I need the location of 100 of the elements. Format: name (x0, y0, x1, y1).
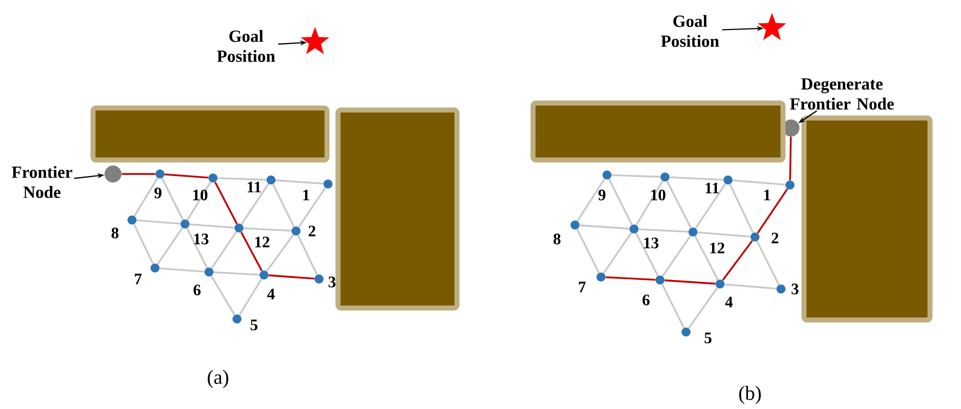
graph-node (204, 268, 214, 276)
graph-edge (244, 227, 292, 232)
graph-edge (240, 232, 263, 272)
graph-edge (756, 240, 780, 286)
graph-edge (666, 180, 692, 228)
node-number: 12 (710, 242, 724, 254)
node-number: 13 (194, 234, 208, 244)
graph-edge (122, 173, 156, 175)
graph-edge (276, 179, 324, 185)
graph-node (776, 284, 786, 294)
graph-edge (576, 228, 600, 274)
graph-edge (218, 177, 266, 181)
graph-edge (214, 271, 260, 276)
panel-caption: (b) (739, 386, 761, 404)
obstacle-block (336, 108, 460, 310)
node-number: 11 (248, 182, 261, 192)
graph-node (602, 170, 612, 180)
graph-edge (698, 231, 750, 238)
node-number: 6 (194, 284, 201, 296)
graph-edge (186, 182, 212, 220)
node-number: 2 (308, 226, 316, 236)
graph-edge (161, 178, 184, 220)
graph-edge (136, 219, 180, 225)
frontier-node (104, 166, 122, 182)
graph-node (724, 176, 732, 184)
graph-edge (732, 179, 786, 186)
graph-edge (638, 228, 688, 233)
graph-edge (210, 276, 236, 316)
graph-edge (186, 228, 208, 268)
graph-node (314, 274, 324, 284)
graph-node (234, 224, 244, 232)
graph-node (682, 328, 690, 336)
graph-edge (661, 284, 685, 328)
label-text: Goal Position (661, 15, 720, 47)
graph-node (786, 180, 794, 190)
graph-edge (190, 223, 234, 229)
graph-edge (602, 232, 632, 274)
graph-node (180, 220, 190, 228)
graph-edge (789, 136, 792, 180)
node-number: 9 (598, 190, 606, 200)
graph-node (688, 228, 698, 236)
graph-edge (662, 235, 692, 277)
graph-edge (636, 180, 664, 226)
graph-edge (297, 234, 318, 276)
graph-node (128, 216, 137, 224)
graph-edge (133, 224, 154, 264)
node-number: 2 (772, 232, 778, 244)
node-number: 4 (725, 296, 733, 308)
label-text: Degenerate Frontier Node (790, 78, 894, 110)
graph-edge (164, 173, 208, 179)
graph-edge (156, 227, 184, 265)
graph-edge (664, 279, 716, 285)
graph-node (208, 174, 218, 182)
node-number: 1 (303, 190, 310, 200)
graph-edge (670, 176, 724, 181)
graph-edge (729, 184, 754, 234)
star-icon (758, 13, 786, 40)
node-number: 5 (250, 320, 258, 330)
graph-node (660, 172, 670, 182)
node-number: 3 (328, 276, 336, 288)
node-number: 5 (704, 332, 712, 344)
graph-edge (268, 274, 314, 280)
graph-edge (298, 187, 326, 228)
node-number: 11 (706, 182, 719, 194)
node-number: 8 (554, 234, 560, 244)
obstacle-block (802, 116, 932, 322)
graph-node (596, 272, 606, 282)
graph-edge (580, 224, 630, 230)
graph-node (156, 170, 164, 178)
graph-edge (134, 178, 158, 216)
graph-node (324, 180, 332, 188)
graph-edge (724, 283, 776, 290)
graph-node (656, 276, 664, 284)
graph-edge (576, 178, 606, 222)
node-number: 12 (255, 236, 270, 248)
graph-edge (608, 178, 633, 226)
graph-edge (160, 267, 204, 273)
graph-edge (688, 287, 718, 329)
graph-edge (214, 182, 238, 224)
graph-node (292, 226, 300, 236)
node-number: 1 (764, 190, 770, 200)
graph-node (716, 280, 724, 288)
node-number: 7 (578, 282, 586, 292)
node-number: 10 (193, 190, 208, 200)
node-number: 8 (112, 228, 118, 238)
graph-node (266, 176, 276, 184)
star-icon (300, 27, 330, 54)
graph-edge (266, 234, 294, 272)
node-number: 10 (651, 190, 666, 200)
node-number: 6 (642, 294, 650, 306)
graph-edge (240, 183, 270, 225)
graph-node (232, 314, 242, 324)
graph-node (150, 264, 160, 272)
obstacle-block (90, 106, 330, 162)
graph-edge (606, 276, 656, 281)
graph-edge (635, 232, 659, 276)
graph-node (570, 220, 580, 230)
node-number: 7 (134, 274, 142, 284)
graph-edge (694, 183, 726, 229)
graph-edge (756, 188, 788, 234)
